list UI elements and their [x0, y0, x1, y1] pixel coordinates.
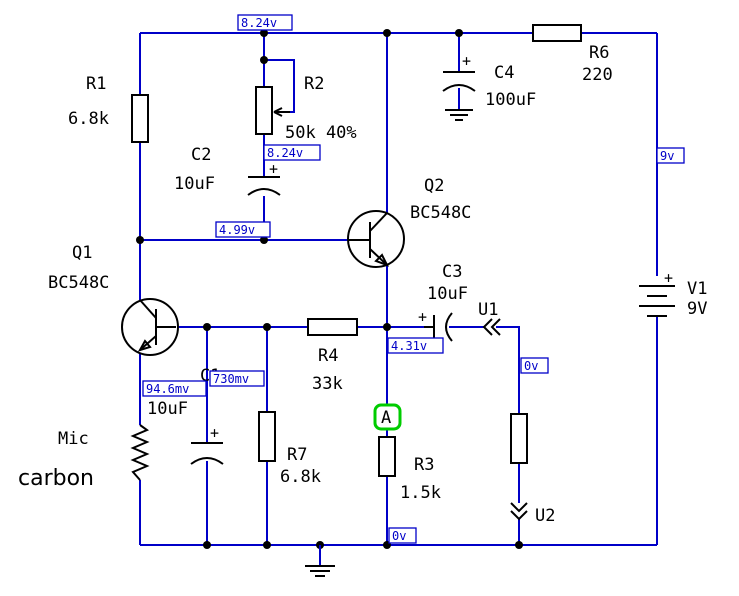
- label-r3-value: 1.5k: [400, 483, 441, 503]
- label-c3-name: C3: [442, 262, 462, 282]
- capacitor-c4[interactable]: +: [442, 52, 476, 92]
- ground-symbol-c4: [445, 109, 473, 121]
- capacitor-c2[interactable]: +: [247, 160, 281, 196]
- probe-supply[interactable]: 9v: [656, 147, 685, 164]
- ammeter-a[interactable]: A: [373, 403, 402, 431]
- svg-text:0v: 0v: [392, 529, 406, 543]
- junction-dot: [263, 541, 271, 549]
- svg-text:94.6mv: 94.6mv: [146, 382, 189, 396]
- probe-u1-node[interactable]: 0v: [520, 357, 549, 374]
- svg-text:730mv: 730mv: [213, 372, 249, 386]
- probe-top-rail[interactable]: 8.24v: [237, 14, 293, 31]
- label-r4-name: R4: [318, 346, 338, 366]
- label-q1-value: BC548C: [48, 273, 109, 293]
- label-c2-value: 10uF: [174, 174, 215, 194]
- junction-dot: [203, 323, 211, 331]
- resistor-r7[interactable]: [258, 411, 276, 462]
- junction-dot: [260, 236, 268, 244]
- junction-dot: [260, 29, 268, 37]
- probe-q1-collector[interactable]: 730mv: [209, 370, 265, 387]
- component-labels: R1 6.8k R2 50k 40% C2 10uF C4 100uF R6 2…: [18, 43, 707, 526]
- ground-symbol: [305, 545, 335, 577]
- capacitor-c1[interactable]: +: [190, 424, 224, 465]
- svg-text:+: +: [462, 52, 471, 70]
- junction-dot: [383, 323, 391, 331]
- label-r2-name: R2: [304, 74, 324, 94]
- connector-u1[interactable]: [482, 318, 501, 336]
- junction-dot: [203, 541, 211, 549]
- label-c4-name: C4: [494, 63, 514, 83]
- label-r7-name: R7: [287, 445, 307, 465]
- resistor-u-branch[interactable]: [510, 413, 528, 464]
- wires: [139, 32, 658, 546]
- label-r6-name: R6: [589, 43, 609, 63]
- svg-text:8.24v: 8.24v: [267, 146, 303, 160]
- junction-dot: [455, 29, 463, 37]
- label-r4-value: 33k: [312, 374, 343, 394]
- label-u2-name: U2: [535, 506, 555, 526]
- svg-text:4.31v: 4.31v: [391, 339, 427, 353]
- svg-text:4.99v: 4.99v: [219, 223, 255, 237]
- wire-c3-u1: [449, 326, 520, 503]
- label-c3-value: 10uF: [427, 284, 468, 304]
- label-mic-value: carbon: [18, 466, 94, 491]
- svg-text:9v: 9v: [660, 149, 674, 163]
- junction-dot: [136, 236, 144, 244]
- label-q2-value: BC548C: [410, 203, 471, 223]
- label-c2-name: C2: [191, 145, 211, 165]
- voltage-probes: 8.24v 8.24v 4.99v 9v 4.31v 0v 94.6mv 73: [142, 14, 685, 544]
- label-r1-value: 6.8k: [68, 109, 109, 129]
- label-r1-name: R1: [86, 74, 106, 94]
- junction-dot: [515, 541, 523, 549]
- junction-dot: [260, 56, 268, 64]
- label-q1-name: Q1: [72, 243, 92, 263]
- svg-text:0v: 0v: [524, 359, 538, 373]
- label-mic-name: Mic: [58, 429, 89, 449]
- battery-v1[interactable]: +: [639, 269, 675, 317]
- label-r6-value: 220: [582, 65, 613, 85]
- probe-q2-base[interactable]: 4.99v: [215, 221, 271, 238]
- label-u1-name: U1: [478, 300, 498, 320]
- resistor-r4[interactable]: [307, 318, 358, 336]
- transistor-q1[interactable]: [121, 298, 179, 356]
- label-r2-value: 50k 40%: [285, 123, 357, 143]
- svg-text:+: +: [269, 160, 278, 178]
- junctions: [136, 29, 523, 549]
- label-q2-name: Q2: [424, 176, 444, 196]
- svg-text:+: +: [664, 269, 673, 287]
- connector-u2[interactable]: [510, 502, 528, 521]
- probe-q2-emitter[interactable]: 4.31v: [387, 337, 444, 354]
- label-v1-name: V1: [687, 279, 707, 299]
- svg-text:8.24v: 8.24v: [241, 16, 277, 30]
- label-c4-value: 100uF: [485, 90, 536, 110]
- svg-text:+: +: [210, 424, 219, 442]
- resistor-r1[interactable]: [131, 94, 149, 143]
- label-r3-name: R3: [414, 455, 434, 475]
- ammeter-label: A: [381, 408, 391, 428]
- junction-dot: [383, 29, 391, 37]
- svg-text:+: +: [418, 308, 427, 326]
- transistor-q2[interactable]: [347, 210, 405, 268]
- potentiometer-r2[interactable]: [255, 86, 290, 135]
- label-c1-value: 10uF: [147, 399, 188, 419]
- capacitor-c3[interactable]: +: [418, 308, 453, 342]
- label-v1-value: 9V: [687, 299, 707, 319]
- resistor-r6[interactable]: [532, 24, 582, 42]
- junction-dot: [263, 323, 271, 331]
- microphone-carbon[interactable]: [130, 424, 150, 481]
- probe-q1-emitter[interactable]: 94.6mv: [142, 380, 207, 397]
- label-r7-value: 6.8k: [280, 467, 321, 487]
- resistor-r3[interactable]: [378, 436, 396, 477]
- probe-r2-wiper[interactable]: 8.24v: [263, 144, 321, 161]
- probe-ground[interactable]: 0v: [388, 527, 417, 544]
